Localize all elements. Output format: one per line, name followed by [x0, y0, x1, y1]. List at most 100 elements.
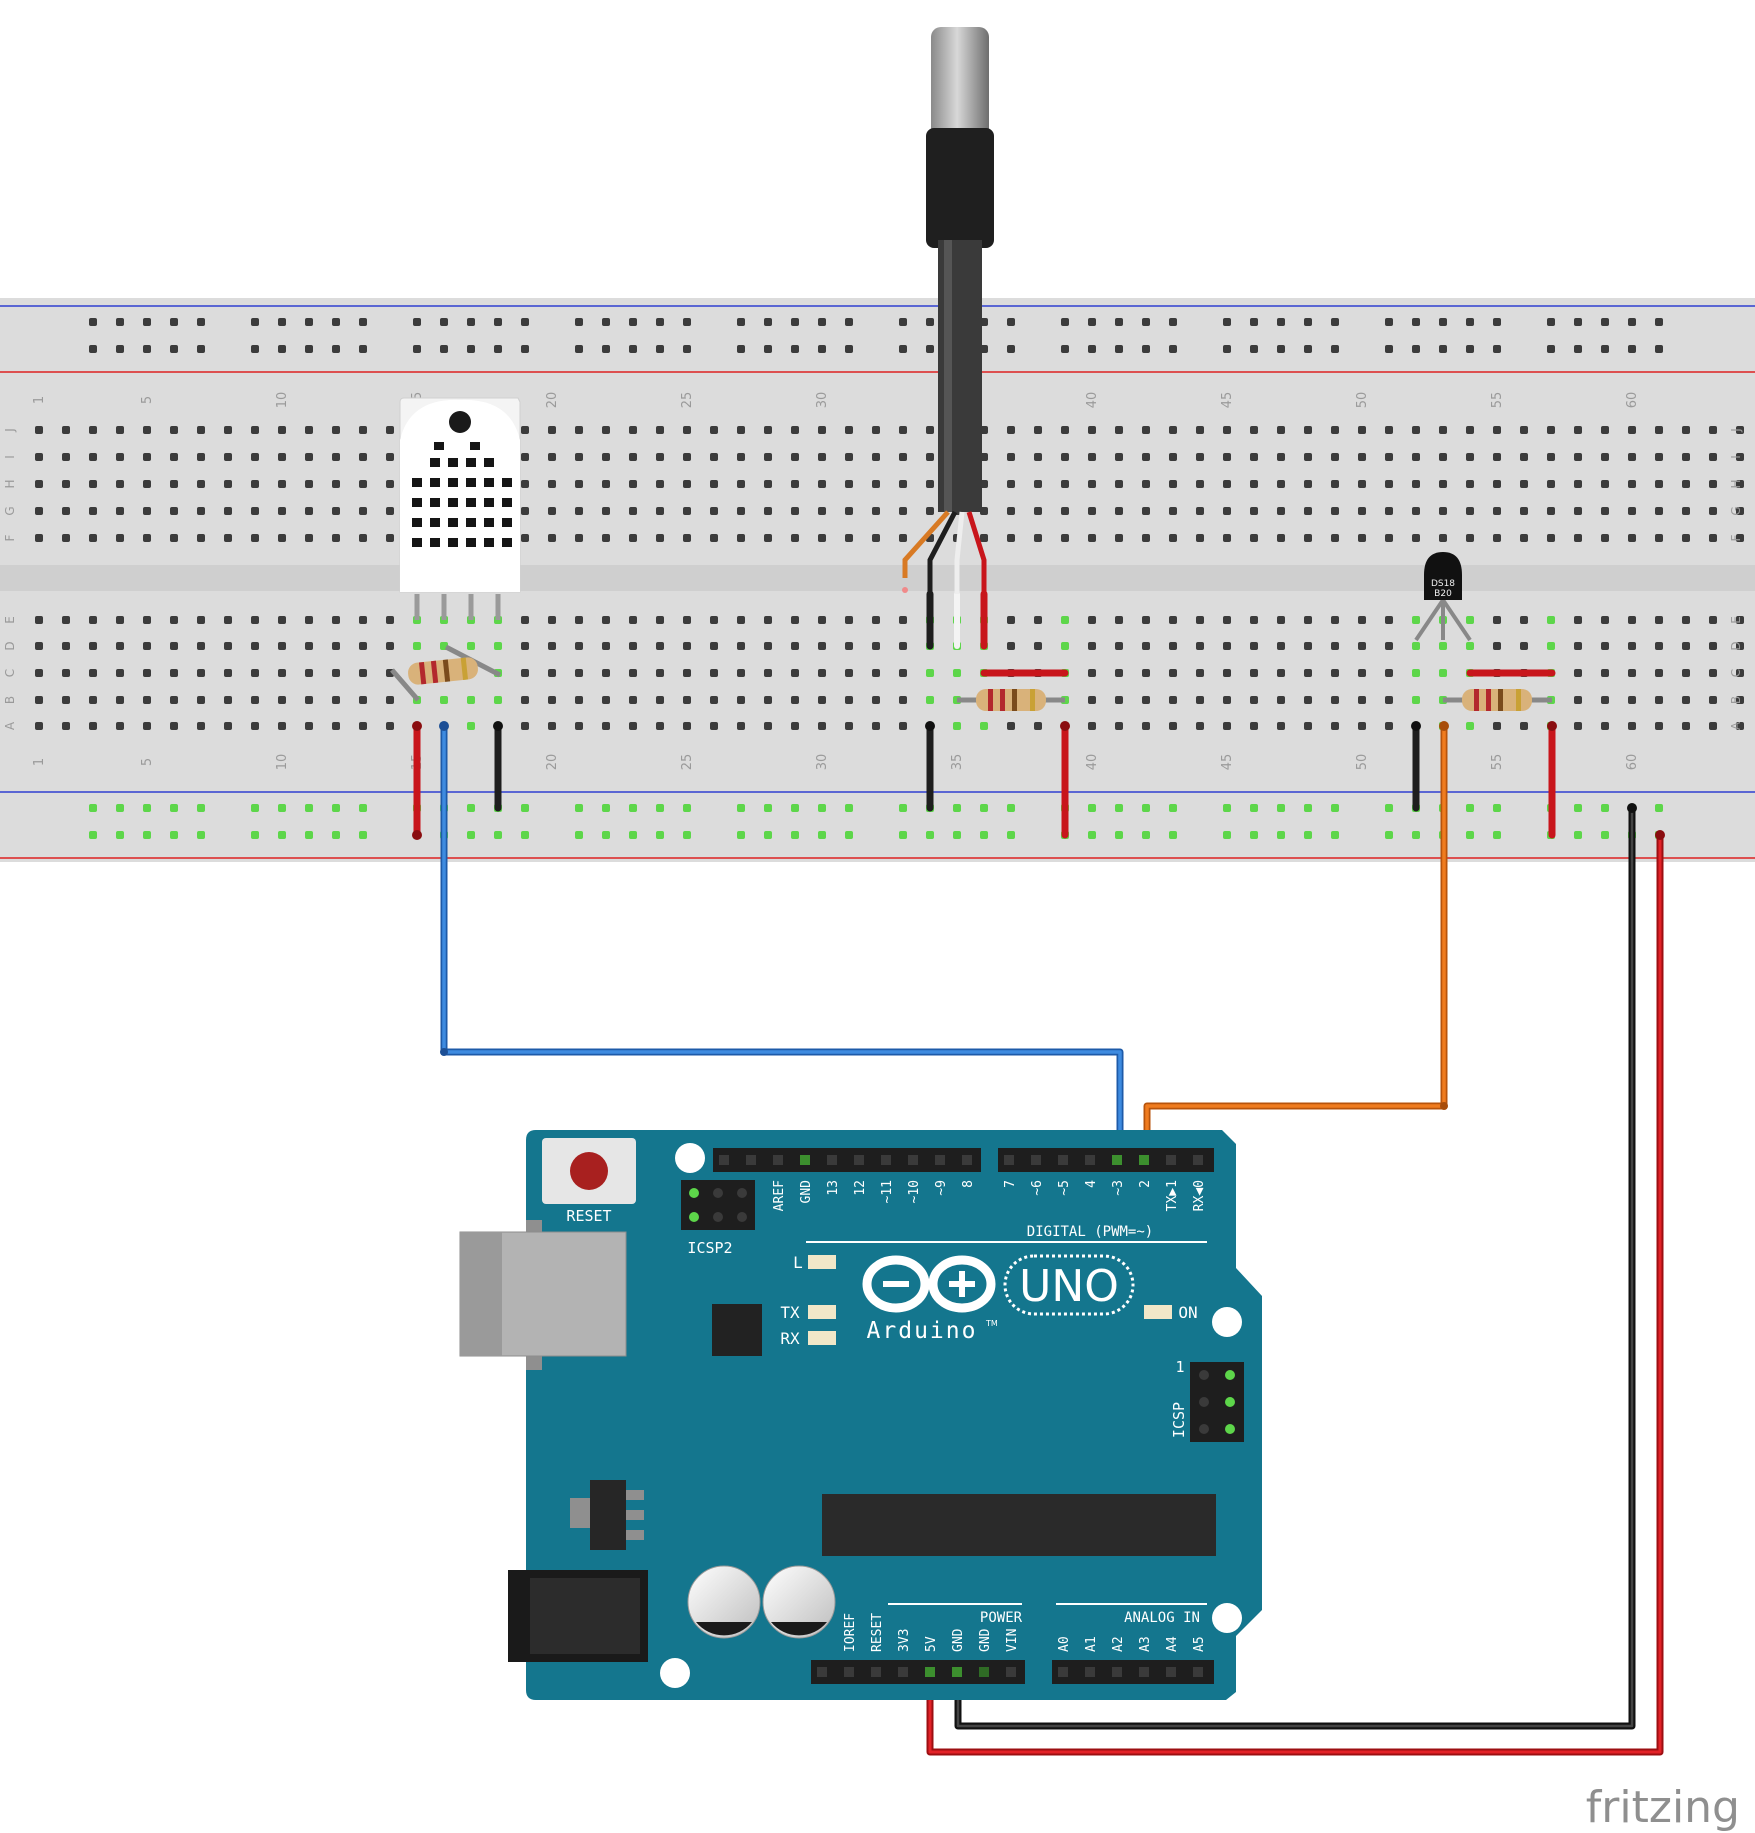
digital-pin-label: RX◀0 [1192, 1180, 1207, 1211]
header-pin[interactable] [1085, 1667, 1095, 1677]
breadboard-hole [764, 453, 772, 461]
rail-hole [143, 804, 151, 812]
rail-hole [1385, 831, 1393, 839]
rail-hole [143, 318, 151, 326]
header-pin[interactable] [1193, 1667, 1203, 1677]
breadboard-hole [467, 642, 475, 650]
header-pin[interactable] [871, 1667, 881, 1677]
header-pin[interactable] [1139, 1155, 1149, 1165]
grille-slot [448, 498, 458, 507]
breadboard-hole [575, 722, 583, 730]
header-pin[interactable] [962, 1155, 972, 1165]
header-pin[interactable] [1166, 1155, 1176, 1165]
rail-hole [737, 804, 745, 812]
header-pin[interactable] [817, 1667, 827, 1677]
breadboard-hole [656, 507, 664, 515]
rail-hole [737, 318, 745, 326]
breadboard-hole [1412, 426, 1420, 434]
breadboard-hole [332, 534, 340, 542]
header-pin[interactable] [898, 1667, 908, 1677]
breadboard-hole [737, 480, 745, 488]
grille-slot [412, 538, 422, 547]
header-pin[interactable] [827, 1155, 837, 1165]
header-pin[interactable] [935, 1155, 945, 1165]
header-pin[interactable] [1112, 1667, 1122, 1677]
digital-pin-label: ~5 [1057, 1180, 1072, 1196]
breadboard-hole [629, 507, 637, 515]
breadboard-hole [1682, 534, 1690, 542]
rail-hole [1574, 318, 1582, 326]
header-pin[interactable] [925, 1667, 935, 1677]
breadboard-hole [926, 480, 934, 488]
breadboard-hole [1439, 669, 1447, 677]
breadboard-hole [197, 696, 205, 704]
row-letter: H [1729, 479, 1743, 488]
grille-slot [430, 538, 440, 547]
breadboard-hole [710, 722, 718, 730]
breadboard-hole [602, 453, 610, 461]
breadboard-hole [683, 534, 691, 542]
header-pin[interactable] [1085, 1155, 1095, 1165]
capacitor [762, 1565, 836, 1639]
breadboard-hole [89, 696, 97, 704]
breadboard-hole [710, 669, 718, 677]
breadboard-hole [278, 616, 286, 624]
header-pin[interactable] [979, 1667, 989, 1677]
header-pin[interactable] [800, 1155, 810, 1165]
breadboard-hole [683, 722, 691, 730]
breadboard-hole [332, 696, 340, 704]
header-pin[interactable] [719, 1155, 729, 1165]
breadboard-hole [764, 722, 772, 730]
breadboard-hole [224, 534, 232, 542]
breadboard-hole [1385, 669, 1393, 677]
header-pin[interactable] [881, 1155, 891, 1165]
breadboard-hole [89, 507, 97, 515]
breadboard-hole [1331, 507, 1339, 515]
header-pin[interactable] [844, 1667, 854, 1677]
header-pin[interactable] [908, 1155, 918, 1165]
column-number: 25 [680, 392, 695, 409]
header-pin[interactable] [1166, 1667, 1176, 1677]
led-l [808, 1255, 836, 1269]
breadboard-hole [35, 453, 43, 461]
header-pin[interactable] [1193, 1155, 1203, 1165]
breadboard-hole [1466, 426, 1474, 434]
header-pin[interactable] [1058, 1155, 1068, 1165]
breadboard-hole [116, 696, 124, 704]
breadboard-hole [1385, 696, 1393, 704]
analog-header [1052, 1660, 1214, 1684]
breadboard-hole [1250, 426, 1258, 434]
arduino-logo: Arduino TM [862, 1255, 998, 1344]
header-pin[interactable] [1112, 1155, 1122, 1165]
breadboard-hole [1628, 426, 1636, 434]
header-pin[interactable] [952, 1667, 962, 1677]
breadboard-hole [440, 696, 448, 704]
header-pin[interactable] [1006, 1667, 1016, 1677]
rail-hole [332, 804, 340, 812]
breadboard-hole [683, 616, 691, 624]
header-pin[interactable] [746, 1155, 756, 1165]
breadboard-hole [1007, 534, 1015, 542]
breadboard-hole [1196, 616, 1204, 624]
breadboard-hole [332, 453, 340, 461]
header-pin[interactable] [1031, 1155, 1041, 1165]
breadboard-hole [818, 696, 826, 704]
breadboard-hole [710, 426, 718, 434]
rail-hole [602, 318, 610, 326]
breadboard-hole [1196, 534, 1204, 542]
header-pin[interactable] [773, 1155, 783, 1165]
column-number: 30 [815, 392, 830, 409]
breadboard-hole [1142, 696, 1150, 704]
header-pin[interactable] [1058, 1667, 1068, 1677]
header-pin[interactable] [1139, 1667, 1149, 1677]
rail-hole [629, 345, 637, 353]
breadboard-hole [1277, 480, 1285, 488]
led-on [1144, 1305, 1172, 1319]
header-pin[interactable] [854, 1155, 864, 1165]
breadboard-hole [1547, 453, 1555, 461]
breadboard-hole [1385, 507, 1393, 515]
header-pin[interactable] [1004, 1155, 1014, 1165]
digital-pin-label: ~3 [1111, 1180, 1126, 1196]
breadboard-hole [1520, 426, 1528, 434]
breadboard-hole [1736, 534, 1744, 542]
